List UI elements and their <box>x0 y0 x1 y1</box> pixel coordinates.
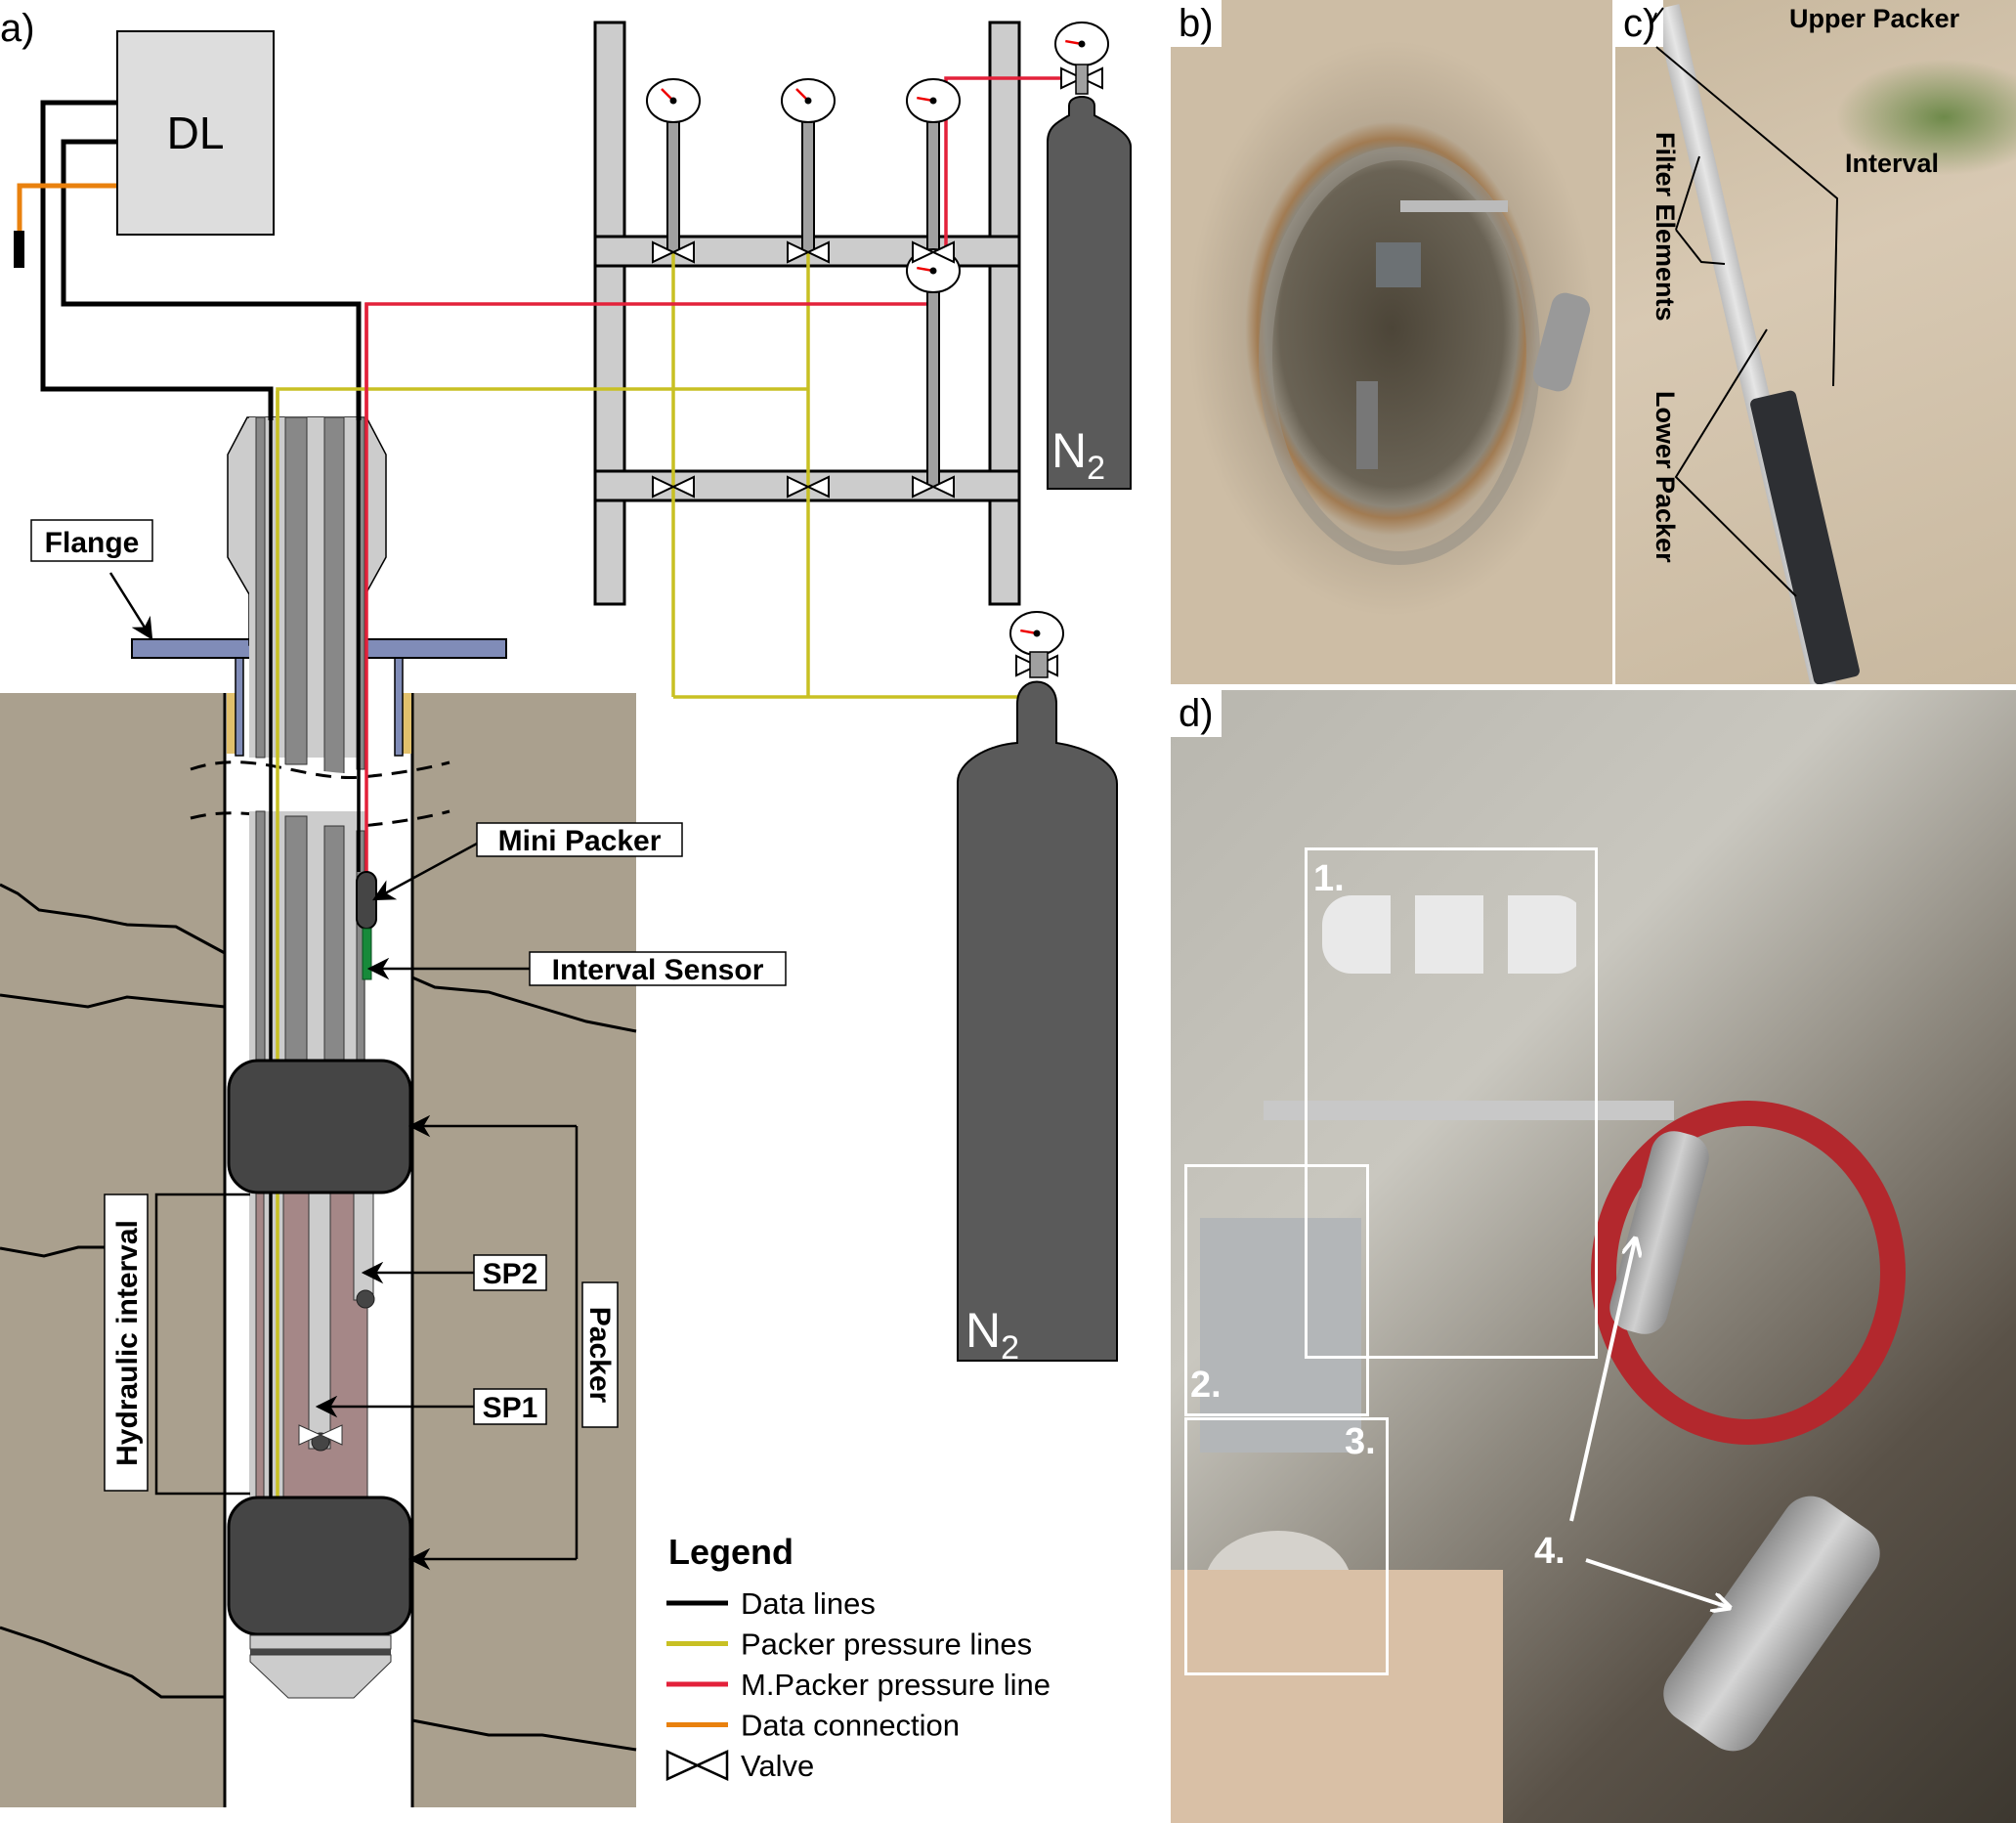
legend-item-label: M.Packer pressure line <box>741 1668 1051 1702</box>
sp1-callout: SP1 <box>315 1388 547 1425</box>
legend-valve-icon <box>665 1750 729 1781</box>
upper-packer <box>227 1059 412 1194</box>
box-3-label: 3. <box>1345 1421 1376 1462</box>
photo-d-arrows <box>1569 690 2016 1823</box>
photo-d-installation: d) 1. 2. 3. 4. <box>1171 690 2016 1823</box>
sp1-label: SP1 <box>483 1392 538 1424</box>
pressure-gauge-icon <box>646 78 701 253</box>
n2-large-label: N2 <box>965 1303 1019 1367</box>
probe-photo <box>1356 381 1378 469</box>
valve-icon <box>787 475 830 499</box>
legend-item-label: Packer pressure lines <box>741 1628 1032 1662</box>
tubing-upper <box>249 416 365 775</box>
photo-c-pointer-lines <box>1651 7 1839 597</box>
highlight-box-2 <box>1184 1164 1369 1416</box>
data-connection-line <box>17 183 117 232</box>
panel-c-letter: c) <box>1615 0 1664 47</box>
hydraulic-interval-label: Hydraulic interval <box>111 1220 144 1466</box>
pressure-gauges <box>646 22 1109 656</box>
flange-callout: Flange <box>30 519 153 640</box>
packer-pressure-lines <box>276 252 1037 699</box>
legend-item-label: Data lines <box>741 1586 876 1621</box>
legend-item-label: Data connection <box>741 1709 960 1743</box>
logger-box-photo <box>1376 242 1421 287</box>
upper-packer-label: Upper Packer <box>1789 4 1960 33</box>
sp2-port <box>356 1289 375 1309</box>
valve-icon <box>912 475 955 499</box>
datalogger-box <box>116 30 275 236</box>
highlight-box-1 <box>1305 847 1598 1359</box>
manifold-photo <box>1400 200 1508 212</box>
interval-label: Interval <box>1845 149 1940 178</box>
tubing-lower <box>249 810 365 1064</box>
wood-board <box>1171 1570 1503 1823</box>
n2-cylinder-small <box>1047 96 1132 490</box>
interval-sensor-label: Interval Sensor <box>552 954 764 986</box>
flange-label: Flange <box>45 527 140 559</box>
depth-break <box>227 757 410 824</box>
box-2-label: 2. <box>1190 1365 1222 1406</box>
photo-b-well-shaft: b) <box>1171 0 1612 684</box>
pressure-gauge-icon <box>1054 22 1109 66</box>
packer-label: Packer <box>583 1307 616 1404</box>
panel-a-letter: a) <box>0 7 35 50</box>
n2-small-label: N2 <box>1051 423 1105 487</box>
filter-elements-label: Filter Elements <box>1651 132 1680 322</box>
sp2-label: SP2 <box>483 1258 538 1290</box>
pressure-gauge-icon <box>781 78 836 253</box>
grass-patch <box>1835 59 2016 176</box>
hydraulic-interval-callout: Hydraulic interval <box>104 1193 250 1496</box>
box-1-label: 1. <box>1313 858 1345 899</box>
datalogger-label: DL <box>167 108 225 158</box>
highlight-box-3 <box>1184 1417 1389 1675</box>
n2-cylinder-large <box>957 680 1118 1362</box>
hydraulic-interval-section <box>249 1192 374 1498</box>
valves <box>652 66 1103 677</box>
manifold-bar-photo <box>1264 1101 1674 1120</box>
data-connector-plug <box>14 231 24 268</box>
valve-icon <box>652 475 695 499</box>
interval-sensor-callout: Interval Sensor <box>366 951 787 986</box>
mini-packer <box>356 871 377 930</box>
valve-icon <box>787 240 830 264</box>
pressure-gauge-icon <box>1009 611 1064 656</box>
probe-tip <box>249 1634 392 1699</box>
pressure-gauge-icon <box>906 248 961 488</box>
valve-icon <box>652 240 695 264</box>
pressure-gauge-icon <box>906 78 961 253</box>
sp1-valve-icon <box>298 1424 343 1446</box>
mini-packer-label: Mini Packer <box>498 825 662 857</box>
cylinder-neck <box>1075 64 1089 95</box>
sp2-callout: SP2 <box>361 1254 547 1291</box>
label-4: 4. <box>1534 1531 1566 1572</box>
panel-d-letter: d) <box>1171 690 1222 737</box>
legend-item-label: Valve <box>741 1749 814 1783</box>
interval-sensor <box>362 928 372 980</box>
panel-b-letter: b) <box>1171 0 1222 47</box>
data-lines <box>40 100 362 420</box>
gauges-row-photo <box>1322 895 1586 974</box>
packer-callout: Packer <box>407 1114 619 1571</box>
valve-icon <box>912 240 955 264</box>
photo-c-packer-system: c) Upper Packer Interval Filter Elements… <box>1615 0 2016 684</box>
cylinder-neck <box>1029 651 1049 678</box>
mini-packer-callout: Mini Packer <box>372 822 683 901</box>
schematic-diagram: a) <box>0 7 1132 1807</box>
lower-packer <box>227 1496 412 1636</box>
legend-title: Legend <box>668 1532 794 1572</box>
